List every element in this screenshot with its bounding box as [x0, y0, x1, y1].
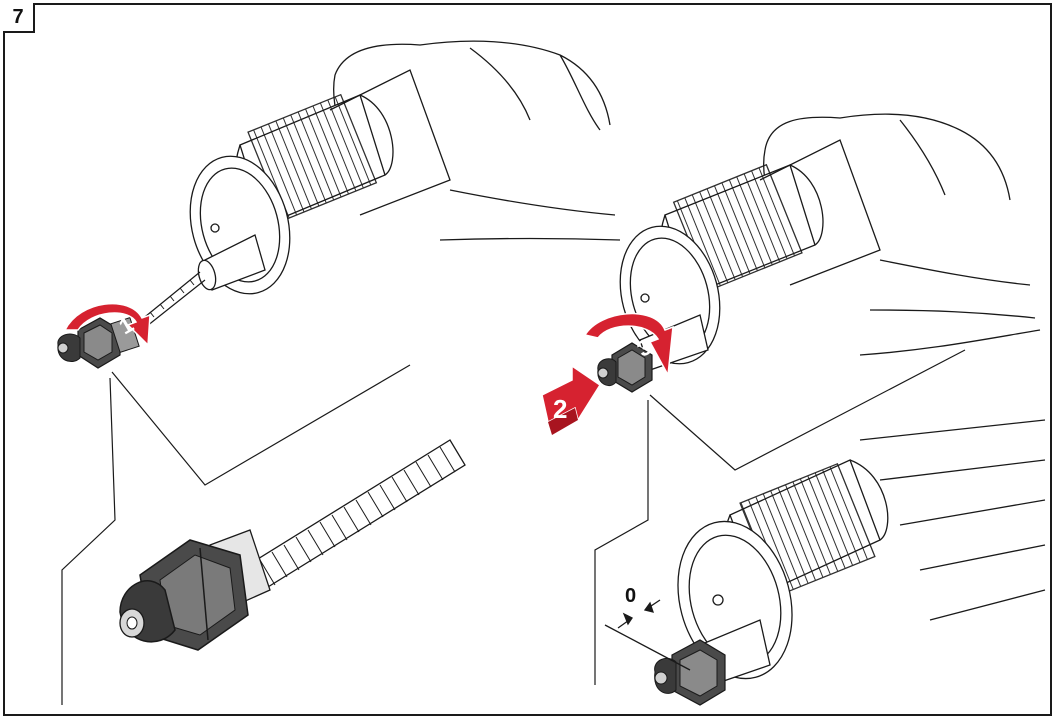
leader-lines-right: [594, 349, 966, 685]
push-arrow-icon: 2: [541, 364, 602, 435]
liner-fitting-right: [597, 342, 653, 393]
liner-fitting-detail-right: [654, 639, 726, 706]
gap-detail-torch: [677, 419, 1046, 686]
leader-lines-left: [61, 364, 411, 705]
step-number: 7: [3, 3, 35, 33]
torch-assembly-left: [134, 40, 621, 331]
gap-label: 0: [625, 585, 636, 607]
callout-number-2: 2: [553, 394, 567, 424]
fitting-detail-enlarged: [119, 439, 466, 651]
dimension-arrow-icon: [604, 599, 691, 671]
liner-fitting-left: [57, 317, 140, 369]
